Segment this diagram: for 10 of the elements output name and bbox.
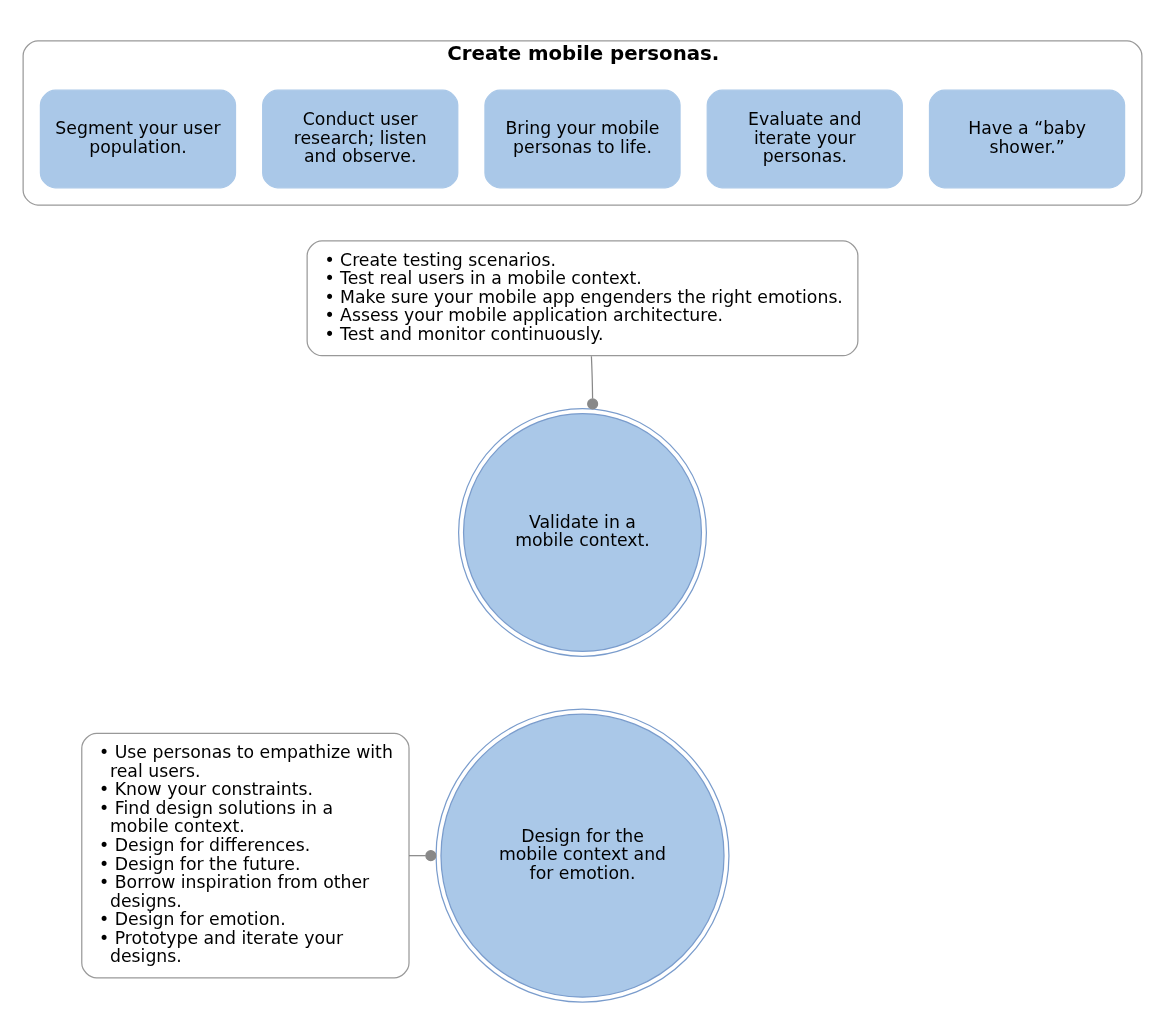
node-box: Segment your user population.	[39, 89, 237, 189]
node-box: • Create testing scenarios. • Test real users in a mobile context. • Make sure your mobile app engenders the right emotions. • Assess your mobile application architecture. • Test and monitor continuously.	[306, 240, 859, 357]
node-box: Bring your mobile personas to life.	[484, 89, 681, 189]
node-circle: Design for the mobile context and for emotion.	[435, 708, 730, 1003]
node-circle: Validate in a mobile context.	[458, 408, 707, 657]
node-box: Evaluate and iterate your personas.	[706, 89, 903, 189]
node-box: Conduct user research; listen and observe.	[262, 89, 459, 189]
node-box: • Use personas to empathize with real users. • Know your constraints. • Find design solutions in a mobile context. • Design for differences. • Design for the future. • Borrow inspiration from other designs. • Design for emotion. • Prototype and iterate your designs.	[81, 732, 410, 979]
connector	[587, 355, 599, 410]
node-box: Have a “baby shower.”	[928, 89, 1126, 189]
